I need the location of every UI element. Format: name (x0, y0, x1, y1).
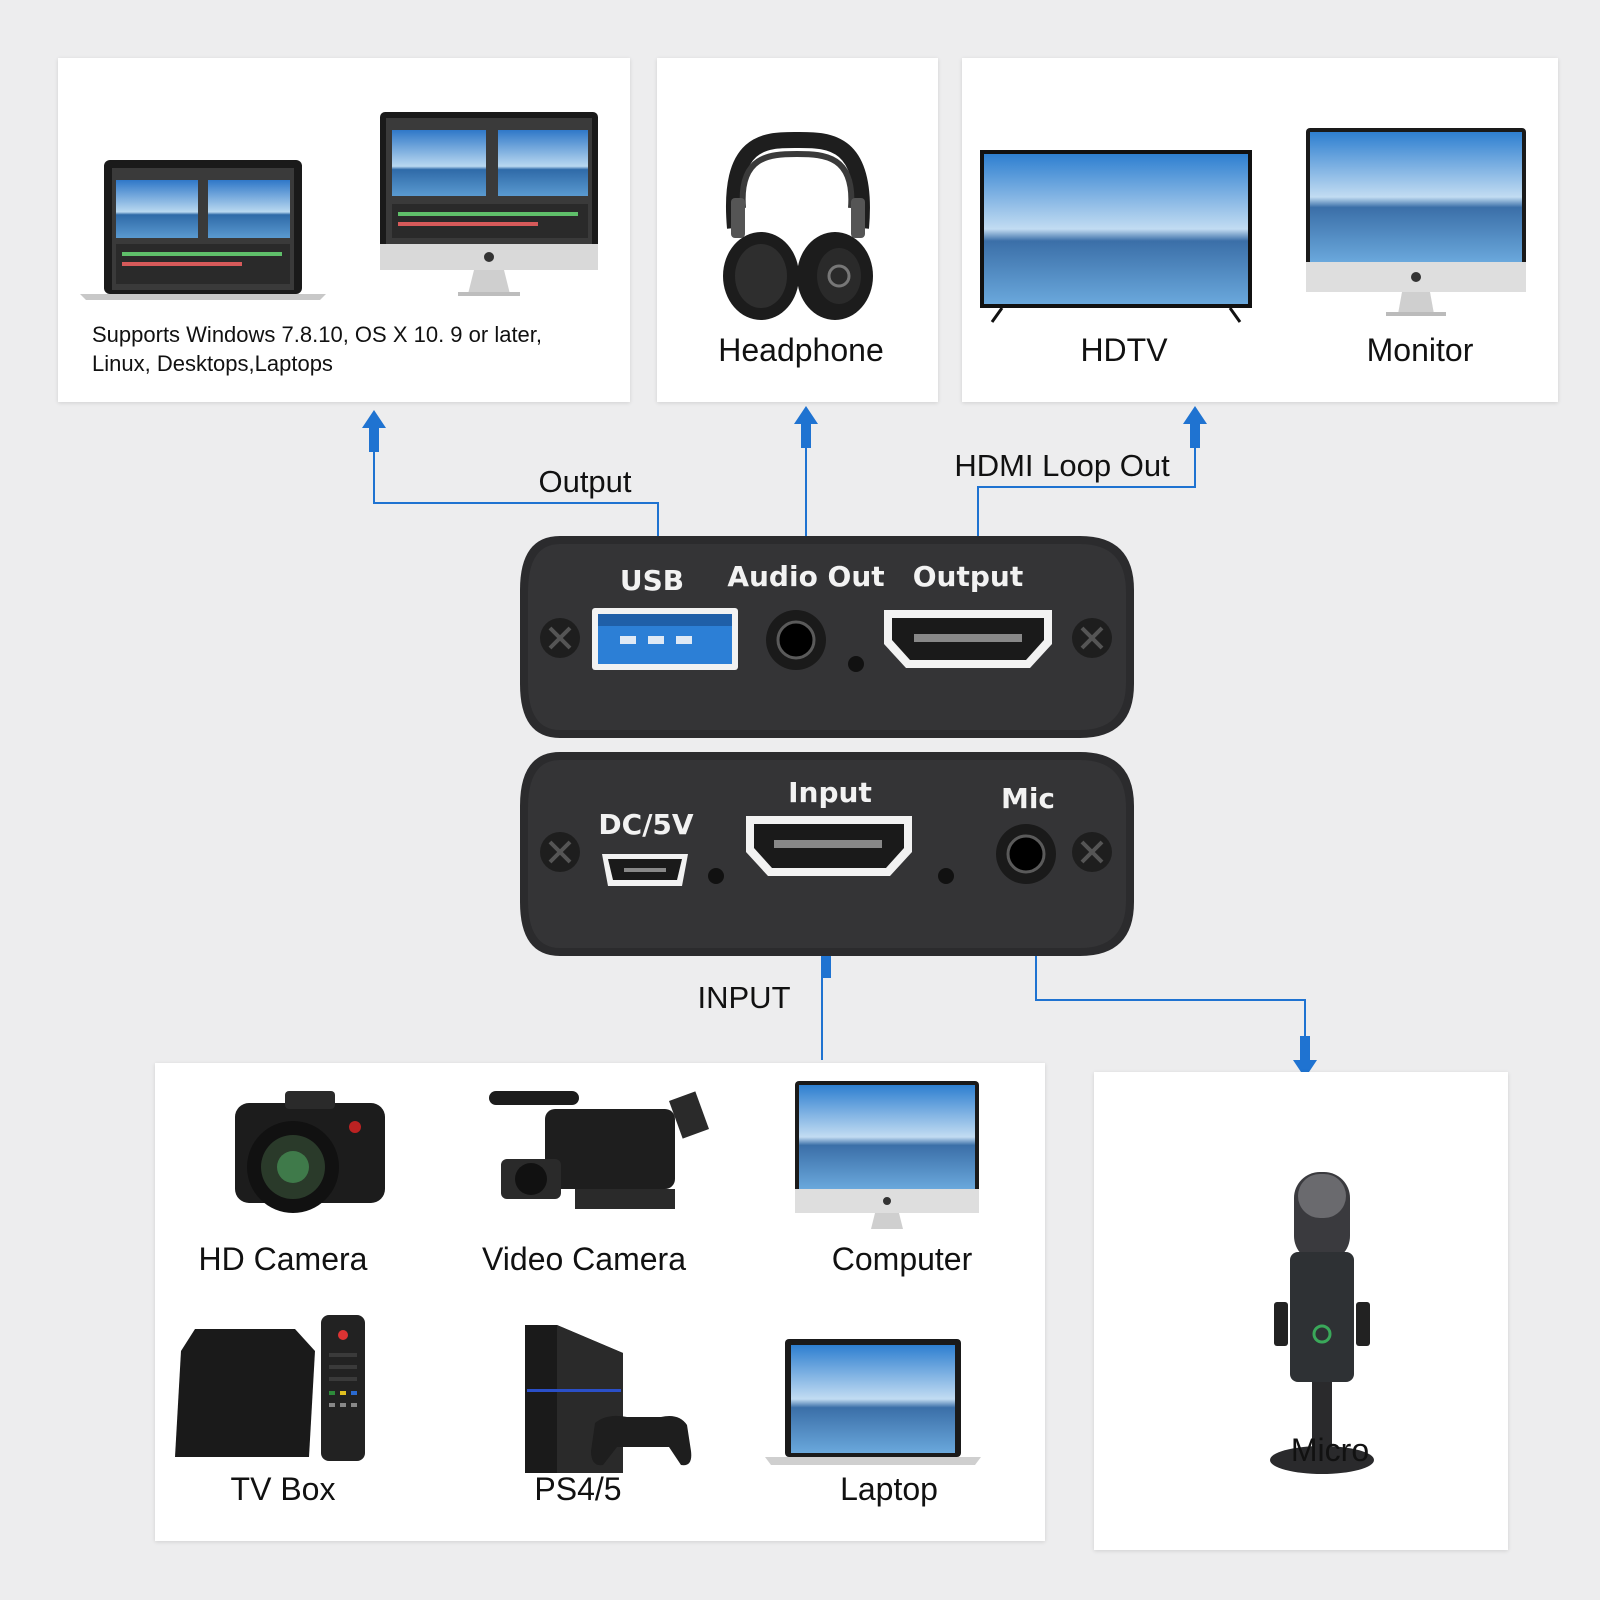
laptop-label: Laptop (840, 1471, 938, 1507)
os-support-line-1: Supports Windows 7.8.10, OS X 10. 9 or l… (92, 322, 543, 347)
hdtv-icon (980, 150, 1252, 323)
input-flow-label: INPUT (697, 980, 791, 1015)
screw-left-bottom (540, 832, 580, 872)
hdtv-label: HDTV (1080, 332, 1168, 368)
usb-port-icon (592, 608, 738, 670)
monitor-label: Monitor (1366, 332, 1474, 368)
os-support-text: Supports Windows 7.8.10, OS X 10. 9 or l… (92, 320, 542, 378)
hdmi-in-port-icon (746, 816, 912, 876)
computer-card: Supports Windows 7.8.10, OS X 10. 9 or l… (58, 58, 630, 402)
output-flow-label: Output (538, 464, 632, 499)
headphone-label: Headphone (718, 332, 884, 368)
audio-jack-icon (766, 610, 826, 670)
microphone-icon (1270, 1172, 1374, 1474)
audio-out-port-label: Audio Out (727, 560, 885, 593)
hd-camera-icon (235, 1091, 385, 1213)
screw-left-top (540, 618, 580, 658)
video-camera-label: Video Camera (482, 1241, 686, 1277)
tv-box-label: TV Box (230, 1471, 336, 1507)
usb-port-label: USB (619, 564, 685, 597)
mic-jack-icon (996, 824, 1056, 884)
arrow-up-audio (794, 406, 818, 448)
display-card: HDTV Monitor (962, 58, 1558, 402)
headphone-icon (723, 131, 873, 320)
mic-port-label: Mic (1000, 782, 1056, 815)
micro-label: Micro (1290, 1432, 1370, 1468)
arrow-up-usb (362, 410, 386, 452)
laptop-icon (80, 160, 326, 300)
arrow-up-input (814, 936, 838, 978)
os-support-line-2: Linux, Desktops,Laptops (92, 351, 333, 376)
screw-right-bottom (1072, 832, 1112, 872)
micro-usb-port-icon (602, 854, 688, 886)
input-sources-card: HD Camera Video Camera Computer TV Box P… (155, 1063, 1045, 1541)
screw-right-top (1072, 618, 1112, 658)
output-port-label: Output (912, 560, 1024, 593)
headphone-card: Headphone (657, 58, 938, 402)
ps45-label: PS4/5 (534, 1471, 622, 1507)
dc5v-port-label: DC/5V (598, 808, 694, 841)
arrow-up-hdmi (1183, 406, 1207, 448)
mic-card: Micro (1094, 1072, 1508, 1550)
hd-camera-label: HD Camera (198, 1241, 368, 1277)
hdmi-out-port-icon (884, 610, 1052, 668)
hdmi-loop-out-label: HDMI Loop Out (954, 448, 1170, 483)
computer-label: Computer (831, 1241, 973, 1277)
input-port-label: Input (788, 776, 872, 809)
